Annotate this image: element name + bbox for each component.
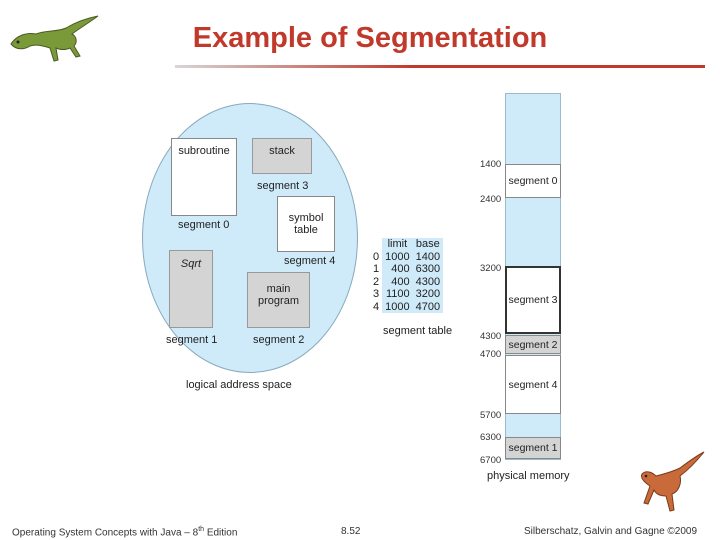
footer-right: Silberschatz, Galvin and Gagne ©2009 [524, 526, 697, 537]
address-label: 5700 [480, 410, 501, 421]
dinosaur-mascot [634, 448, 706, 520]
address-label: 6700 [480, 455, 501, 466]
subroutine-box: subroutine [171, 138, 237, 216]
row-limit: 400 [382, 263, 412, 276]
footer-left: Operating System Concepts with Java – 8t… [12, 526, 237, 538]
segment-2-label: segment 2 [253, 334, 304, 346]
physical-segment-2: segment 2 [505, 335, 561, 354]
segment-table-header-limit: limit [382, 238, 412, 251]
address-label: 4700 [480, 349, 501, 360]
row-limit: 400 [382, 276, 412, 289]
row-limit: 1000 [382, 301, 412, 314]
stack-box: stack [252, 138, 312, 174]
segment-table-caption: segment table [383, 325, 452, 337]
segment-4-label: segment 4 [284, 255, 335, 267]
row-base: 4300 [413, 276, 443, 289]
row-index: 0 [370, 251, 382, 264]
address-label: 1400 [480, 159, 501, 170]
physical-segment-4: segment 4 [505, 355, 561, 414]
physical-segment-1: segment 1 [505, 437, 561, 459]
main-program-box: main program [247, 272, 310, 328]
row-limit: 1000 [382, 251, 412, 264]
logical-address-space-caption: logical address space [186, 379, 292, 391]
title-divider [175, 65, 705, 68]
address-label: 6300 [480, 432, 501, 443]
row-index: 3 [370, 288, 382, 301]
table-row: 1 400 6300 [370, 263, 443, 276]
row-base: 6300 [413, 263, 443, 276]
row-index: 4 [370, 301, 382, 314]
address-label: 2400 [480, 194, 501, 205]
segment-table-header-base: base [413, 238, 443, 251]
physical-memory-caption: physical memory [487, 470, 570, 482]
footer-page-number: 8.52 [341, 526, 360, 537]
stack-label: stack [253, 139, 311, 157]
row-index: 1 [370, 263, 382, 276]
subroutine-label: subroutine [172, 139, 236, 157]
segment-table: limit base 0 1000 1400 1 400 6300 2 400 … [370, 238, 443, 313]
table-row: 4 1000 4700 [370, 301, 443, 314]
row-base: 3200 [413, 288, 443, 301]
symbol-table-label: symbol table [286, 212, 326, 236]
table-row: 0 1000 1400 [370, 251, 443, 264]
segment-1-label: segment 1 [166, 334, 217, 346]
footer-left-text: Operating System Concepts with Java – 8 [12, 527, 198, 538]
sqrt-box: Sqrt [169, 250, 213, 328]
address-label: 4300 [480, 331, 501, 342]
segment-0-label: segment 0 [178, 219, 229, 231]
table-row: 2 400 4300 [370, 276, 443, 289]
main-program-label: main program [257, 283, 301, 307]
row-base: 1400 [413, 251, 443, 264]
physical-segment-0: segment 0 [505, 164, 561, 198]
sqrt-label: Sqrt [170, 251, 212, 270]
page-title: Example of Segmentation [0, 22, 720, 55]
address-label: 3200 [480, 263, 501, 274]
segment-3-label: segment 3 [257, 180, 308, 192]
table-row: 3 1100 3200 [370, 288, 443, 301]
row-limit: 1100 [382, 288, 412, 301]
physical-segment-3: segment 3 [505, 266, 561, 334]
row-base: 4700 [413, 301, 443, 314]
symbol-table-box: symbol table [277, 196, 335, 252]
row-index: 2 [370, 276, 382, 289]
footer-left-end: Edition [204, 527, 237, 538]
